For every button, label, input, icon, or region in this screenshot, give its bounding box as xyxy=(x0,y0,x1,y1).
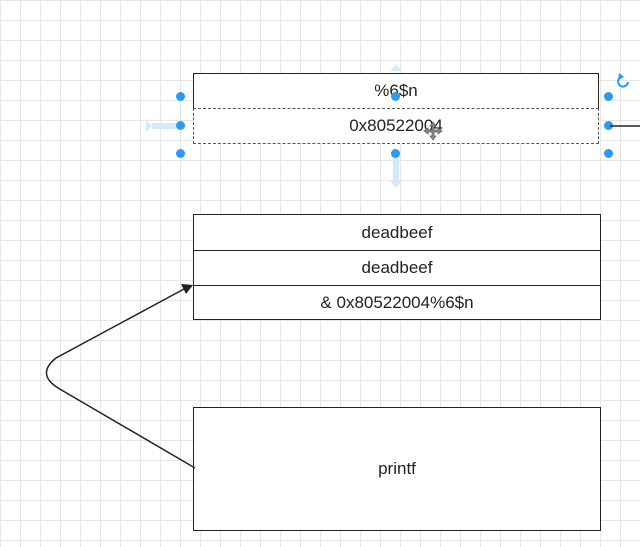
resize-handle-top-center[interactable] xyxy=(391,92,400,101)
resize-handle-top-left[interactable] xyxy=(176,92,185,101)
middle-stack-cell-3-label: & 0x80522004%6$n xyxy=(320,292,474,312)
middle-stack-cell-2[interactable]: deadbeef xyxy=(193,250,601,286)
top-stack-cell-format-label: %6$n xyxy=(374,81,418,100)
top-stack-cell-address-label: 0x80522004 xyxy=(349,116,443,135)
middle-stack-cell-3[interactable]: & 0x80522004%6$n xyxy=(193,285,601,320)
resize-handle-middle-right[interactable] xyxy=(604,121,613,130)
middle-stack-cell-2-label: deadbeef xyxy=(361,258,433,277)
middle-stack-cell-1-label: deadbeef xyxy=(361,222,433,242)
resize-handle-middle-left[interactable] xyxy=(176,121,185,130)
top-stack-cell-format[interactable]: %6$n xyxy=(193,73,599,109)
resize-handle-bottom-center[interactable] xyxy=(391,149,400,158)
resize-handle-bottom-right[interactable] xyxy=(604,149,613,158)
printf-box-label: printf xyxy=(378,459,416,478)
resize-handle-bottom-left[interactable] xyxy=(176,149,185,158)
middle-stack-cell-1[interactable]: deadbeef xyxy=(193,214,601,251)
top-stack-cell-address[interactable]: 0x80522004 xyxy=(193,108,599,144)
printf-box[interactable]: printf xyxy=(193,407,601,531)
resize-handle-top-right[interactable] xyxy=(604,92,613,101)
